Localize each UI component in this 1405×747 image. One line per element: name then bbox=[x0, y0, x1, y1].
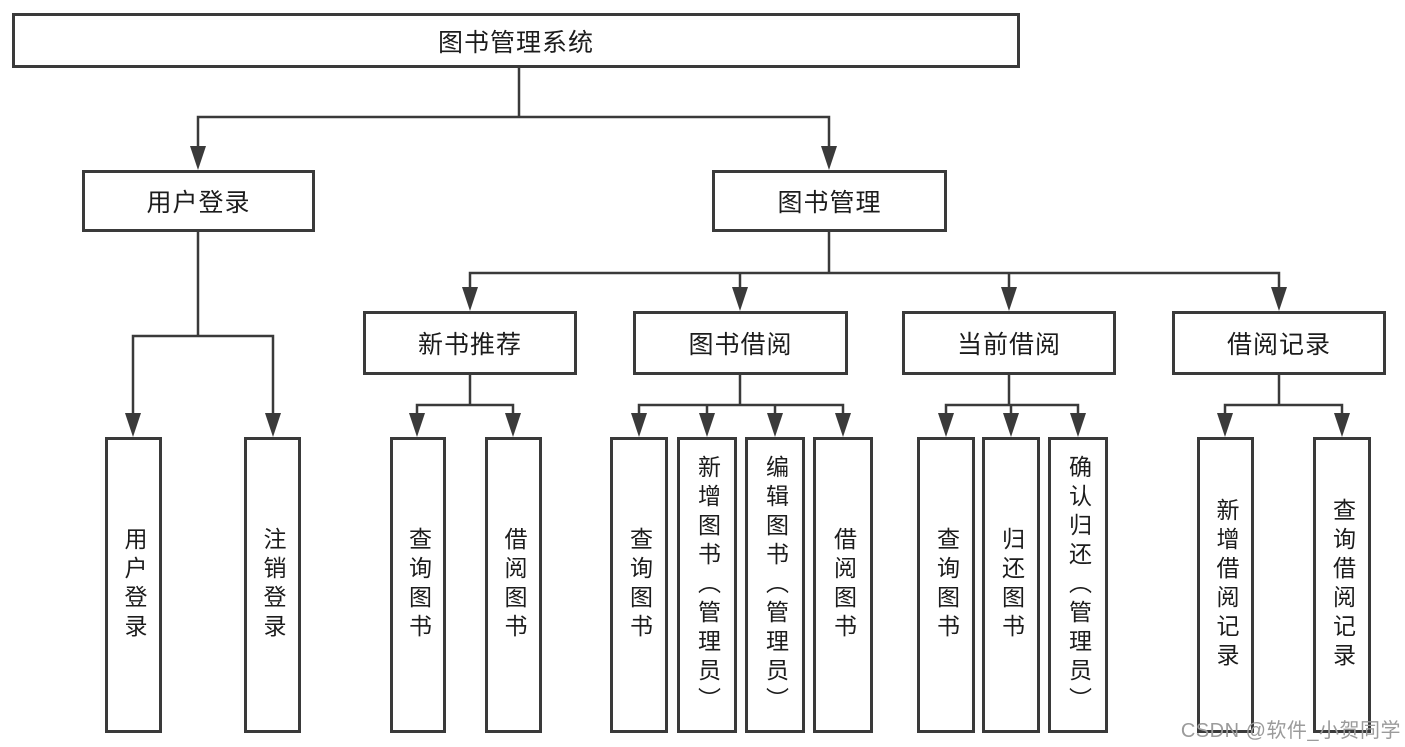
node-current-borrowing: 当前借阅 bbox=[902, 311, 1116, 375]
leaf-br-query-record-label: 查询借阅记录 bbox=[1329, 498, 1356, 672]
leaf-user-login: 用户登录 bbox=[105, 437, 162, 733]
leaf-logout: 注销登录 bbox=[244, 437, 301, 733]
arrow-down-icon bbox=[938, 413, 954, 437]
arrow-down-icon bbox=[631, 413, 647, 437]
arrow-down-icon bbox=[462, 287, 478, 311]
node-user-login: 用户登录 bbox=[82, 170, 315, 232]
leaf-nb-borrow-books: 借阅图书 bbox=[485, 437, 542, 733]
arrow-down-icon bbox=[125, 413, 141, 437]
leaf-br-query-record: 查询借阅记录 bbox=[1313, 437, 1371, 733]
leaf-bb-query-books-label: 查询图书 bbox=[626, 527, 653, 643]
arrow-down-icon bbox=[1001, 287, 1017, 311]
leaf-bb-edit-books-admin: 编辑图书（管理员） bbox=[745, 437, 805, 733]
node-borrowing-records: 借阅记录 bbox=[1172, 311, 1386, 375]
arrow-down-icon bbox=[505, 413, 521, 437]
arrowheads bbox=[125, 146, 1350, 437]
arrow-down-icon bbox=[732, 287, 748, 311]
node-book-management: 图书管理 bbox=[712, 170, 947, 232]
leaf-nb-borrow-books-label: 借阅图书 bbox=[501, 527, 527, 643]
leaf-br-add-record: 新增借阅记录 bbox=[1197, 437, 1254, 733]
leaf-cb-confirm-return-admin-label: 确认归还（管理员） bbox=[1065, 454, 1092, 716]
arrow-down-icon bbox=[767, 413, 783, 437]
connector-new-book-recommend-to-leaves bbox=[415, 373, 515, 418]
node-book-management-label: 图书管理 bbox=[777, 189, 882, 217]
leaf-cb-query-books: 查询图书 bbox=[917, 437, 975, 733]
leaf-bb-query-books: 查询图书 bbox=[610, 437, 668, 733]
leaf-cb-return-books: 归还图书 bbox=[982, 437, 1040, 733]
arrow-down-icon bbox=[1334, 413, 1350, 437]
leaf-bb-add-books-admin: 新增图书（管理员） bbox=[677, 437, 737, 733]
node-new-book-recommend-label: 新书推荐 bbox=[417, 331, 522, 359]
leaf-cb-confirm-return-admin: 确认归还（管理员） bbox=[1048, 437, 1108, 733]
node-new-book-recommend: 新书推荐 bbox=[363, 311, 577, 375]
node-borrowing-records-label: 借阅记录 bbox=[1226, 331, 1331, 359]
leaf-bb-borrow-books: 借阅图书 bbox=[813, 437, 873, 733]
connector-book-borrowing-to-leaves bbox=[637, 373, 845, 418]
arrow-down-icon bbox=[1217, 413, 1233, 437]
arrow-down-icon bbox=[1271, 287, 1287, 311]
connector-current-borrowing-to-leaves bbox=[944, 373, 1080, 418]
connector-borrowing-records-to-leaves bbox=[1223, 373, 1344, 418]
node-book-borrowing-label: 图书借阅 bbox=[688, 331, 793, 359]
node-current-borrowing-label: 当前借阅 bbox=[956, 331, 1061, 359]
arrow-down-icon bbox=[821, 146, 837, 170]
connector-book-management-to-level3 bbox=[468, 230, 1281, 292]
leaf-logout-label: 注销登录 bbox=[260, 527, 286, 643]
connector-user-login-to-leaves bbox=[131, 230, 275, 417]
arrow-down-icon bbox=[699, 413, 715, 437]
leaf-nb-query-books: 查询图书 bbox=[390, 437, 446, 733]
arrow-down-icon bbox=[835, 413, 851, 437]
node-root-label: 图书管理系统 bbox=[437, 28, 594, 57]
leaf-cb-return-books-label: 归还图书 bbox=[998, 527, 1025, 643]
node-book-borrowing: 图书借阅 bbox=[633, 311, 848, 375]
leaf-nb-query-books-label: 查询图书 bbox=[405, 527, 432, 643]
leaf-br-add-record-label: 新增借阅记录 bbox=[1213, 498, 1239, 672]
leaf-bb-borrow-books-label: 借阅图书 bbox=[830, 527, 857, 643]
node-root-system: 图书管理系统 bbox=[12, 13, 1020, 68]
arrow-down-icon bbox=[190, 146, 206, 170]
leaf-cb-query-books-label: 查询图书 bbox=[933, 527, 960, 643]
node-user-login-label: 用户登录 bbox=[146, 189, 251, 217]
arrow-down-icon bbox=[1070, 413, 1086, 437]
arrow-down-icon bbox=[265, 413, 281, 437]
leaf-bb-edit-books-admin-label: 编辑图书（管理员） bbox=[762, 454, 789, 716]
leaf-bb-add-books-admin-label: 新增图书（管理员） bbox=[694, 454, 721, 716]
arrow-down-icon bbox=[1003, 413, 1019, 437]
watermark: CSDN @软件_小贺同学 bbox=[1180, 720, 1401, 742]
leaf-user-login-label: 用户登录 bbox=[121, 527, 147, 643]
arrow-down-icon bbox=[409, 413, 425, 437]
connector-root-to-level2 bbox=[196, 66, 831, 150]
